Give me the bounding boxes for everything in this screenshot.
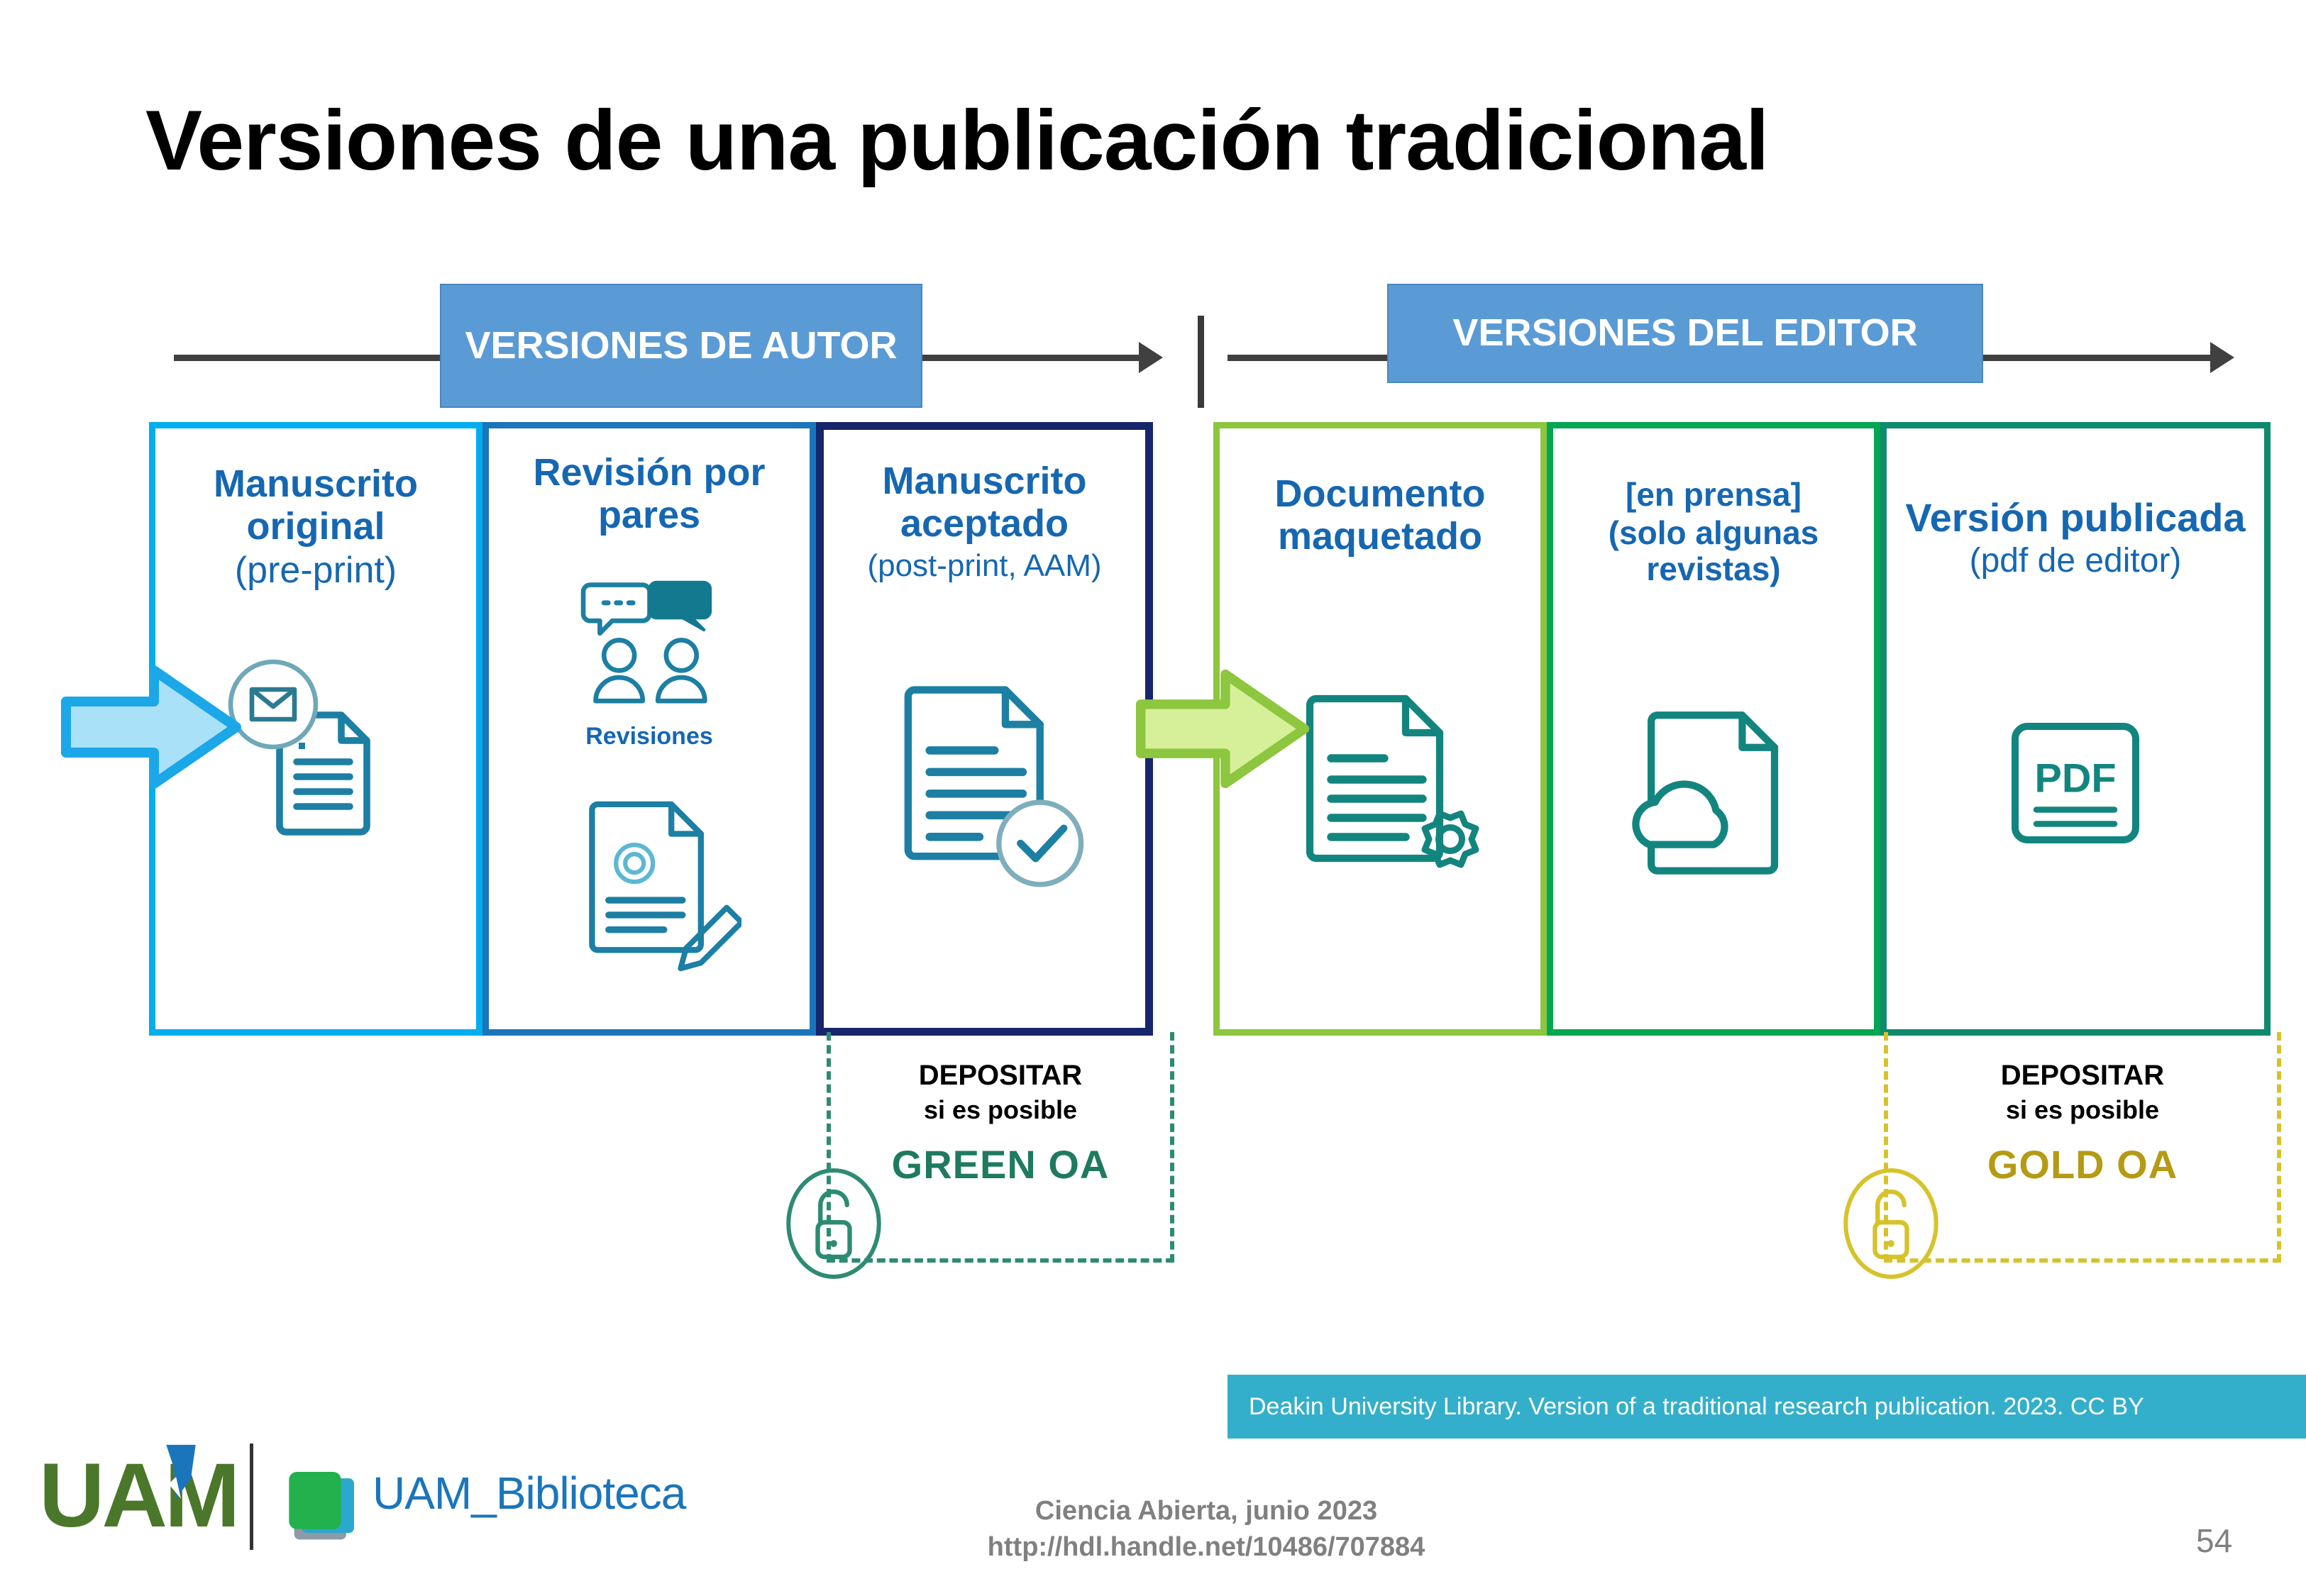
document-with-pencil-icon — [489, 776, 810, 975]
section-banner-editor: VERSIONES DEL EDITOR — [1387, 284, 1983, 383]
footer-line-1: Ciencia Abierta, junio 2023 — [1035, 1496, 1378, 1526]
arrow-head-author — [1139, 342, 1163, 373]
stages-row: Manuscrito original (pre-print) — [149, 422, 2271, 1036]
stage-subtitle-in-press: (solo algunas revistas) — [1608, 514, 1819, 588]
stage-title-published: Versión publicada — [1905, 495, 2246, 540]
green-oa-deposit-label: DEPOSITAR — [918, 1060, 1083, 1091]
stage-subtitle-published: (pdf de editor) — [1969, 541, 2182, 580]
stage-title-preprint: Manuscrito original — [213, 462, 419, 548]
arrow-line-editor-left — [1228, 355, 1387, 361]
arrow-line-left — [174, 355, 440, 361]
green-oa-open-lock-icon — [780, 1163, 887, 1287]
page-number: 54 — [2196, 1522, 2233, 1559]
stage-card-preprint[interactable]: Manuscrito original (pre-print) — [149, 422, 482, 1036]
section-banner-author: VERSIONES DE AUTOR — [440, 284, 922, 408]
gold-oa-deposit-label: DEPOSITAR — [2000, 1060, 2165, 1091]
document-with-envelope-icon — [155, 634, 476, 847]
stage-title-peer-review: Revisión por pares — [533, 451, 766, 537]
arrow-head-editor — [2210, 342, 2234, 373]
stage-card-in-press[interactable]: [en prensa] (solo algunas revistas) — [1547, 422, 1880, 1036]
stage-title-layout: Documento maquetado — [1274, 472, 1486, 558]
blue-block-arrow — [60, 656, 245, 802]
stage-card-published[interactable]: Versión publicada (pdf de editor) PDF — [1880, 422, 2271, 1036]
page-title: Versiones de una publicación tradicional — [145, 93, 1769, 188]
document-with-gear-icon — [1220, 673, 1540, 886]
biblioteca-logo-mark — [289, 1472, 354, 1540]
gold-oa-open-lock-icon — [1838, 1163, 1944, 1287]
arrow-line-editor-right — [1983, 355, 2214, 361]
stage-card-accepted[interactable]: Manuscrito aceptado (post-print, AAM) — [816, 422, 1153, 1036]
green-oa-label: GREEN OA — [891, 1142, 1110, 1187]
arrow-line-mid — [922, 355, 1142, 361]
stage-subtitle-accepted: (post-print, AAM) — [867, 548, 1102, 583]
green-oa-sub-label: si es posible — [923, 1095, 1078, 1125]
document-with-cloud-icon — [1553, 691, 1874, 893]
section-divider — [1198, 316, 1204, 408]
uam-logo: UAM — [39, 1445, 240, 1546]
stage-subtitle-preprint: (pre-print) — [234, 549, 397, 591]
svg-text:PDF: PDF — [2035, 756, 2117, 802]
uam-biblioteca-logo: UAM_Biblioteca — [373, 1468, 686, 1519]
green-block-arrow — [1135, 660, 1313, 802]
gold-oa-panel: DEPOSITAR si es posible GOLD OA — [1884, 1032, 2281, 1263]
stage-title-in-press: [en prensa] — [1626, 476, 1802, 513]
document-with-check-icon — [824, 664, 1145, 891]
stage-card-peer-review[interactable]: Revisión por pares Re — [482, 422, 816, 1036]
green-oa-panel: DEPOSITAR si es posible GREEN OA — [827, 1032, 1174, 1263]
logo-divider — [250, 1443, 253, 1550]
attribution-banner: Deakin University Library. Version of a … — [1228, 1375, 2306, 1439]
uam-logo-mark — [166, 1444, 196, 1499]
gold-oa-label: GOLD OA — [1987, 1142, 2178, 1187]
footer-citation: Ciencia Abierta, junio 2023 http://hdl.h… — [816, 1493, 1596, 1566]
stage-caption-peer-review: Revisiones — [585, 723, 713, 750]
two-people-speech-bubbles-icon — [489, 574, 810, 705]
footer-line-2: http://hdl.handle.net/10486/707884 — [987, 1532, 1425, 1563]
pdf-file-icon: PDF — [1887, 694, 2264, 872]
gold-oa-sub-label: si es posible — [2005, 1095, 2160, 1125]
stage-title-accepted: Manuscrito aceptado — [882, 460, 1087, 545]
footer-logos: UAM UAM_Biblioteca — [21, 1436, 686, 1564]
